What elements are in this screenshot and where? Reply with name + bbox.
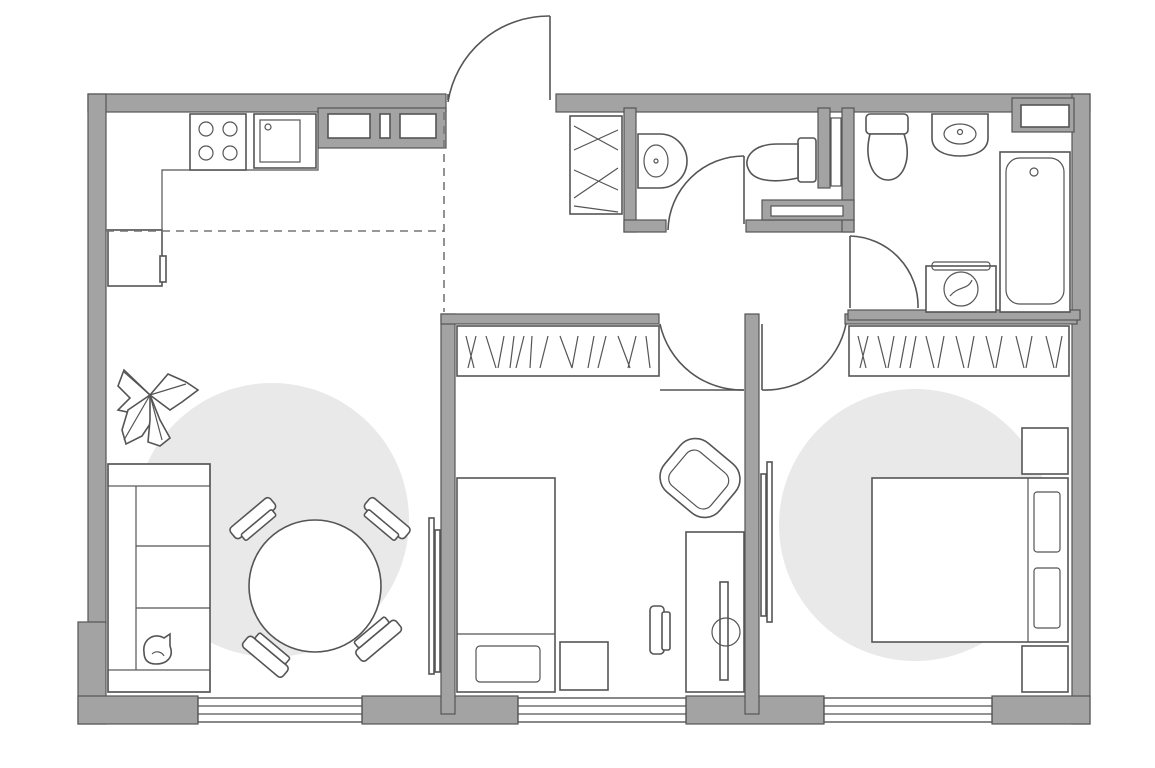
sofa-icon [107, 463, 211, 693]
toilet-icon [865, 113, 909, 181]
nightstand-icon [1021, 427, 1069, 475]
sink-icon [931, 113, 989, 157]
wardrobe-icon [456, 325, 660, 377]
kitchen-sink-icon [253, 113, 317, 169]
bathroom-door-icon [849, 235, 919, 309]
entrance-door-icon [447, 15, 551, 103]
bed-icon [871, 477, 1069, 643]
walls [77, 93, 1091, 725]
small-bedroom-door-icon [659, 323, 745, 391]
wardrobe-icon [569, 115, 623, 215]
dining-table-icon [248, 519, 382, 653]
window-icon [823, 697, 993, 723]
kitchen-zone-divider [106, 112, 445, 312]
window-icon [197, 697, 363, 723]
sliding-door-icon [428, 517, 441, 675]
chair-icon [229, 496, 277, 541]
stove-icon [189, 113, 247, 171]
wall-openings [327, 104, 1070, 217]
nightstand-icon [559, 641, 609, 691]
bathtub-icon [999, 151, 1071, 313]
kitchen-counter [106, 112, 319, 287]
sink-icon [637, 133, 688, 189]
wardrobe-icon [848, 325, 1070, 377]
washroom-door-icon [667, 155, 745, 231]
desk-icon [685, 531, 745, 693]
chair-icon [649, 605, 671, 655]
cat-icon [143, 632, 172, 665]
window-icon [517, 697, 687, 723]
nightstand-icon [1021, 645, 1069, 693]
chair-icon [241, 632, 291, 679]
chair-icon [363, 496, 411, 541]
bed-icon [456, 477, 556, 693]
plant-icon [116, 368, 200, 447]
toilet-icon [746, 137, 817, 183]
chair-icon [353, 616, 403, 663]
main-bedroom-door-icon [761, 323, 847, 391]
armchair-icon [659, 437, 741, 519]
sliding-door-icon [760, 461, 773, 623]
washing-machine-icon [925, 261, 997, 313]
